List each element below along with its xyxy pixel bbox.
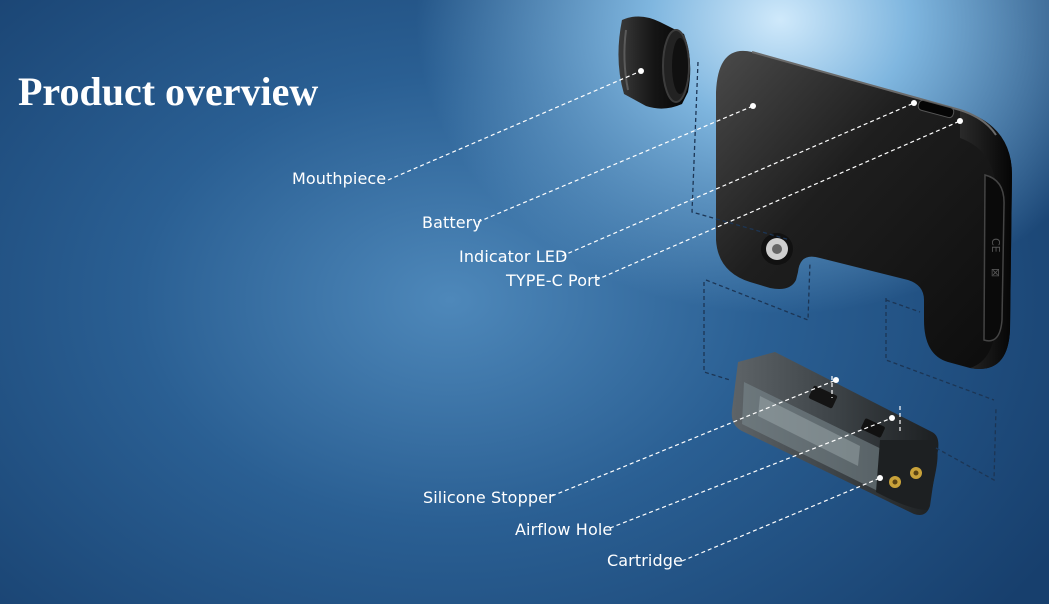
assembly-guides — [691, 61, 997, 482]
label-airflow-hole: Airflow Hole — [515, 520, 613, 539]
svg-text:⊠: ⊠ — [989, 268, 1002, 277]
mouthpiece-part — [618, 16, 691, 109]
callout-leaders — [387, 70, 961, 562]
label-battery: Battery — [422, 213, 482, 232]
battery-part: CE ⊠ — [716, 50, 1012, 369]
page-title: Product overview — [18, 69, 319, 114]
label-mouthpiece: Mouthpiece — [292, 169, 387, 188]
cartridge-part — [731, 352, 939, 515]
label-cartridge: Cartridge — [607, 551, 683, 570]
label-type-c-port: TYPE-C Port — [506, 271, 601, 290]
svg-text:CE: CE — [989, 238, 1002, 253]
callout-dots — [638, 68, 963, 481]
label-silicone-stopper: Silicone Stopper — [423, 488, 555, 507]
label-indicator-led: Indicator LED — [459, 247, 568, 266]
